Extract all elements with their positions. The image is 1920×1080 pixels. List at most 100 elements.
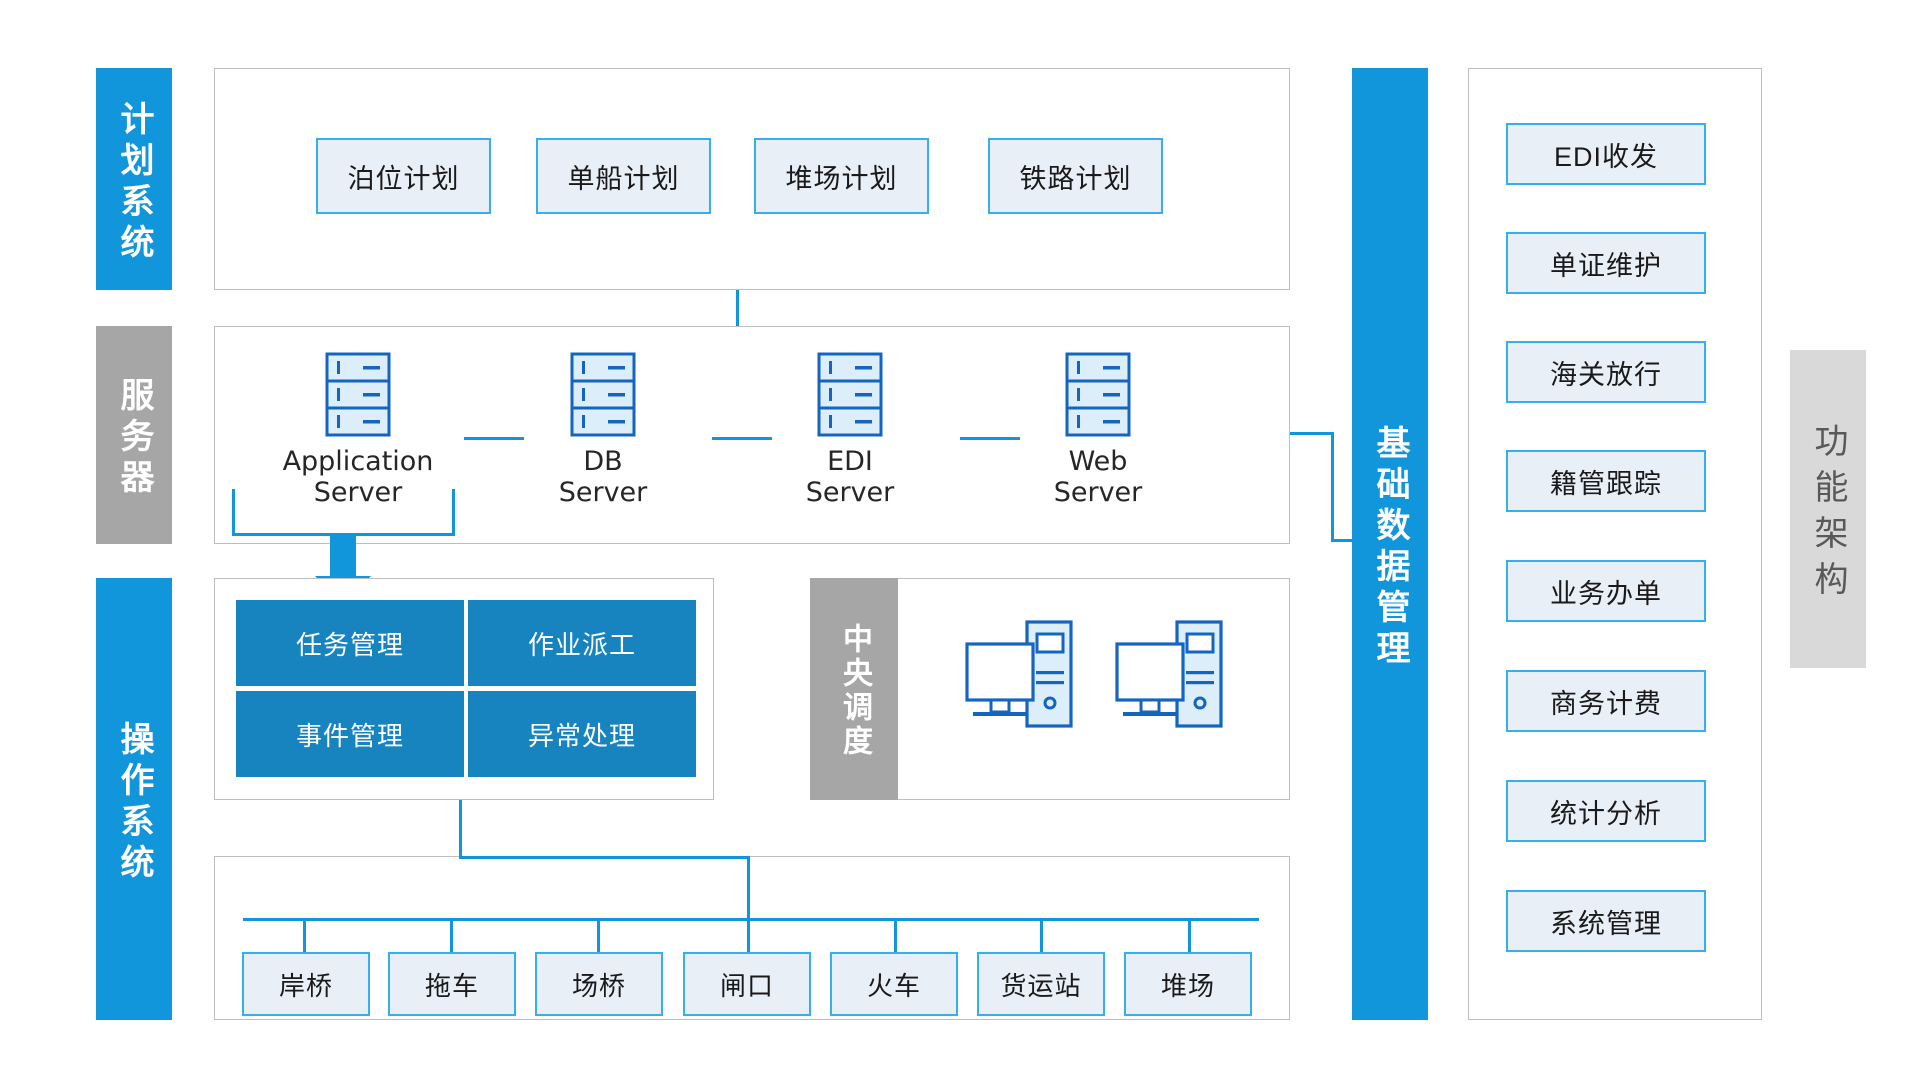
equipment-box-gate-label: 闸口 bbox=[719, 970, 774, 1001]
appserver-bracket-left bbox=[232, 489, 235, 536]
plan-box-vessel-label: 单船计划 bbox=[567, 163, 680, 194]
band-functional-architecture: 功能架构 bbox=[1790, 350, 1866, 668]
server-db-line1: DB bbox=[583, 446, 623, 477]
dispatch-workstation-2[interactable] bbox=[1115, 620, 1273, 728]
server-web-label: Web Server bbox=[1008, 446, 1188, 509]
basic-data-item-edi[interactable]: EDI收发 bbox=[1506, 123, 1706, 185]
equipment-box-truck-label: 拖车 bbox=[424, 970, 479, 1001]
basic-data-panel bbox=[1468, 68, 1762, 1020]
equipment-box-gate[interactable]: 闸口 bbox=[683, 952, 811, 1016]
server-web-line2: Server bbox=[1053, 477, 1143, 509]
server-db-label: DB Server bbox=[513, 446, 693, 509]
plan-box-berth-label: 泊位计划 bbox=[347, 163, 460, 194]
connector-server-to-basicdata-bottom bbox=[1331, 539, 1355, 542]
plan-box-berth[interactable]: 泊位计划 bbox=[316, 138, 491, 214]
server-application-label: Application Server bbox=[268, 446, 448, 509]
band-central-dispatch: 中央调度 bbox=[810, 578, 898, 800]
equipment-box-yard-label: 堆场 bbox=[1160, 970, 1215, 1001]
equipment-box-freight-station-label: 货运站 bbox=[1000, 970, 1082, 1001]
connector-ops-to-equipment-horiz bbox=[459, 856, 750, 859]
basic-data-item-statistics-analysis[interactable]: 统计分析 bbox=[1506, 780, 1706, 842]
ops-tile-event-management[interactable]: 事件管理 bbox=[236, 691, 464, 777]
connector-server-to-basicdata-top bbox=[1290, 432, 1334, 435]
equipment-box-truck[interactable]: 拖车 bbox=[388, 952, 516, 1016]
basic-data-item-registry-tracking[interactable]: 籍管跟踪 bbox=[1506, 450, 1706, 512]
server-application[interactable]: Application Server bbox=[268, 352, 448, 509]
band-server: 服务器 bbox=[96, 326, 172, 544]
equipment-leg-1 bbox=[303, 918, 306, 954]
basic-data-item-system-management[interactable]: 系统管理 bbox=[1506, 890, 1706, 952]
desktop-computer-icon bbox=[1115, 620, 1273, 728]
server-web[interactable]: Web Server bbox=[1008, 352, 1188, 509]
basic-data-item-document-maintenance-label: 单证维护 bbox=[1550, 250, 1662, 281]
equipment-box-quay-crane[interactable]: 岸桥 bbox=[242, 952, 370, 1016]
equipment-box-train[interactable]: 火车 bbox=[830, 952, 958, 1016]
server-db-line2: Server bbox=[558, 477, 648, 509]
server-edi[interactable]: EDI Server bbox=[760, 352, 940, 509]
connector-ops-to-equipment-drop bbox=[747, 856, 750, 920]
server-rack-icon bbox=[1065, 352, 1131, 438]
dispatch-workstation-1[interactable] bbox=[965, 620, 1123, 728]
basic-data-item-system-management-label: 系统管理 bbox=[1550, 908, 1662, 939]
equipment-leg-4 bbox=[747, 918, 750, 954]
basic-data-item-customs-release[interactable]: 海关放行 bbox=[1506, 341, 1706, 403]
ops-tile-exception-handling[interactable]: 异常处理 bbox=[468, 691, 696, 777]
ops-tile-task-management[interactable]: 任务管理 bbox=[236, 600, 464, 686]
connector-ops-to-equipment-vert bbox=[459, 800, 462, 858]
server-link-3 bbox=[960, 437, 1020, 440]
plan-box-rail[interactable]: 铁路计划 bbox=[988, 138, 1163, 214]
server-edi-label: EDI Server bbox=[760, 446, 940, 509]
band-basic-data-management-label: 基础数据管理 bbox=[1371, 424, 1409, 671]
basic-data-item-document-maintenance[interactable]: 单证维护 bbox=[1506, 232, 1706, 294]
connector-server-to-basicdata-vert bbox=[1331, 432, 1334, 542]
ops-tile-exception-handling-label: 异常处理 bbox=[527, 720, 636, 751]
plan-box-rail-label: 铁路计划 bbox=[1019, 163, 1132, 194]
basic-data-item-commercial-billing-label: 商务计费 bbox=[1550, 688, 1662, 719]
basic-data-item-statistics-analysis-label: 统计分析 bbox=[1550, 798, 1662, 829]
desktop-computer-icon bbox=[965, 620, 1123, 728]
plan-box-vessel[interactable]: 单船计划 bbox=[536, 138, 711, 214]
ops-tile-task-management-label: 任务管理 bbox=[295, 629, 404, 660]
band-functional-architecture-label: 功能架构 bbox=[1809, 423, 1847, 607]
server-application-line1: Application bbox=[282, 446, 434, 477]
equipment-leg-2 bbox=[450, 918, 453, 954]
equipment-box-yard-crane[interactable]: 场桥 bbox=[535, 952, 663, 1016]
band-plan-system-label: 计划系统 bbox=[115, 100, 153, 265]
plan-box-yard-label: 堆场计划 bbox=[785, 163, 898, 194]
basic-data-item-business-order[interactable]: 业务办单 bbox=[1506, 560, 1706, 622]
equipment-box-quay-crane-label: 岸桥 bbox=[278, 970, 333, 1001]
server-db[interactable]: DB Server bbox=[513, 352, 693, 509]
server-edi-line1: EDI bbox=[827, 446, 873, 477]
ops-tile-job-dispatch[interactable]: 作业派工 bbox=[468, 600, 696, 686]
band-central-dispatch-label: 中央调度 bbox=[838, 623, 871, 759]
equipment-leg-5 bbox=[894, 918, 897, 954]
equipment-box-yard[interactable]: 堆场 bbox=[1124, 952, 1252, 1016]
band-basic-data-management: 基础数据管理 bbox=[1352, 68, 1428, 1020]
appserver-arrow-shaft bbox=[330, 533, 356, 578]
basic-data-item-edi-label: EDI收发 bbox=[1553, 141, 1658, 172]
ops-tile-event-management-label: 事件管理 bbox=[295, 720, 404, 751]
band-operation-system: 操作系统 bbox=[96, 578, 172, 1020]
server-link-1 bbox=[464, 437, 524, 440]
basic-data-item-customs-release-label: 海关放行 bbox=[1550, 359, 1662, 390]
plan-box-yard[interactable]: 堆场计划 bbox=[754, 138, 929, 214]
ops-tile-job-dispatch-label: 作业派工 bbox=[527, 629, 636, 660]
band-server-label: 服务器 bbox=[115, 377, 153, 500]
server-rack-icon bbox=[325, 352, 391, 438]
equipment-box-yard-crane-label: 场桥 bbox=[571, 970, 626, 1001]
server-rack-icon bbox=[817, 352, 883, 438]
appserver-bracket-right bbox=[452, 489, 455, 536]
basic-data-item-commercial-billing[interactable]: 商务计费 bbox=[1506, 670, 1706, 732]
equipment-box-freight-station[interactable]: 货运站 bbox=[977, 952, 1105, 1016]
equipment-bus bbox=[243, 918, 1259, 921]
server-application-line2: Server bbox=[313, 477, 403, 509]
server-rack-icon bbox=[570, 352, 636, 438]
server-edi-line2: Server bbox=[805, 477, 895, 509]
basic-data-item-business-order-label: 业务办单 bbox=[1550, 578, 1662, 609]
band-operation-system-label: 操作系统 bbox=[115, 720, 153, 885]
band-plan-system: 计划系统 bbox=[96, 68, 172, 290]
basic-data-item-registry-tracking-label: 籍管跟踪 bbox=[1550, 468, 1662, 499]
connector-plan-to-server bbox=[736, 290, 739, 326]
server-link-2 bbox=[712, 437, 772, 440]
